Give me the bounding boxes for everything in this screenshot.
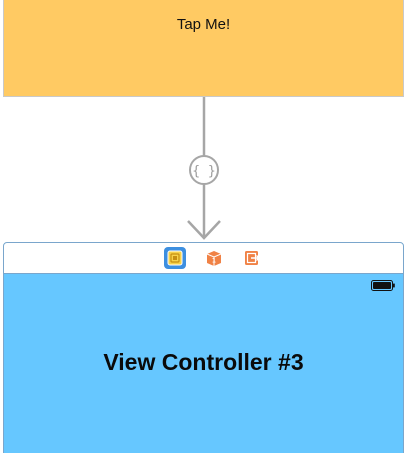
- first-responder-icon[interactable]: 1: [203, 247, 225, 269]
- view-controller-icon[interactable]: [164, 247, 186, 269]
- destination-view-controller-scene[interactable]: 1 View Controller #3: [3, 242, 404, 453]
- segue-glyph: { }: [192, 164, 215, 179]
- view-controller-title-label: View Controller #3: [103, 349, 304, 375]
- segue-arrowhead: [187, 220, 221, 240]
- battery-icon: [371, 280, 395, 291]
- scene-dock: 1: [4, 243, 403, 274]
- tap-me-button[interactable]: Tap Me!: [176, 16, 231, 33]
- svg-text:1: 1: [212, 258, 216, 265]
- source-view-controller-scene[interactable]: Tap Me!: [3, 0, 404, 97]
- exit-icon[interactable]: [241, 247, 263, 269]
- root-view[interactable]: View Controller #3: [4, 274, 403, 453]
- segue-braces-icon[interactable]: { }: [189, 155, 219, 185]
